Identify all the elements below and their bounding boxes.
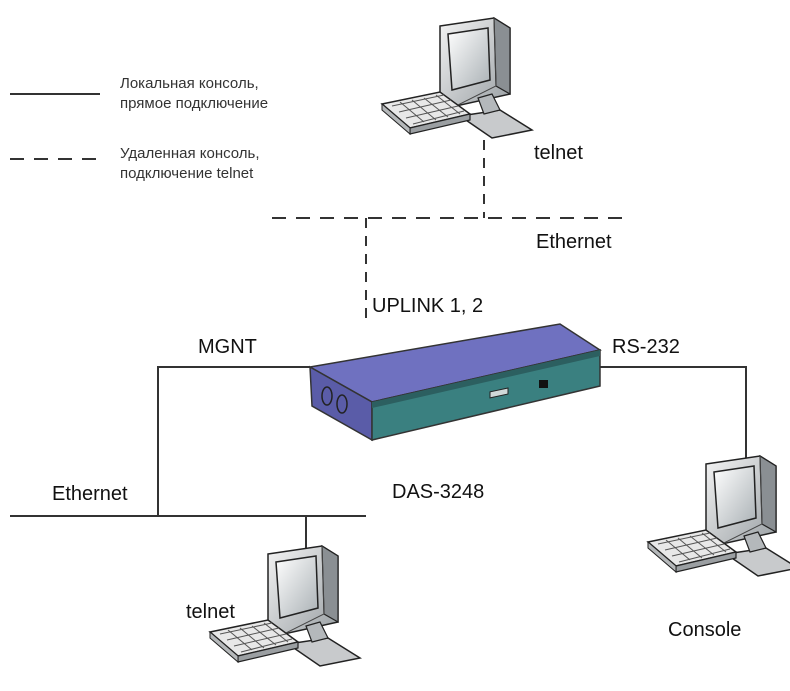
das-switch-icon	[307, 323, 602, 442]
legend-solid-line1: Локальная консоль,	[120, 75, 259, 92]
mgnt-link	[157, 366, 310, 516]
label-telnet-bottom: telnet	[186, 601, 235, 623]
legend-dashed-text: Удаленная консоль, подключение telnet	[120, 144, 260, 184]
computer-icon-top	[381, 17, 533, 139]
label-telnet-top: telnet	[534, 142, 583, 164]
rs232-link	[600, 366, 747, 462]
legend-solid-line2: прямое подключение	[120, 95, 269, 112]
label-mgnt: MGNT	[198, 336, 257, 358]
label-uplink: UPLINK 1, 2	[372, 295, 484, 317]
computer-icon-console	[647, 455, 790, 577]
label-console: Console	[668, 619, 742, 641]
label-device: DAS-3248	[392, 481, 485, 503]
label-rs232: RS-232	[612, 336, 680, 358]
legend-dashed-line2: подключение telnet	[120, 165, 254, 182]
label-ethernet-left: Ethernet	[52, 483, 128, 505]
legend-solid-text: Локальная консоль, прямое подключение	[120, 74, 268, 114]
label-ethernet-top: Ethernet	[536, 231, 612, 253]
legend-dashed-line1: Удаленная консоль,	[120, 145, 260, 162]
